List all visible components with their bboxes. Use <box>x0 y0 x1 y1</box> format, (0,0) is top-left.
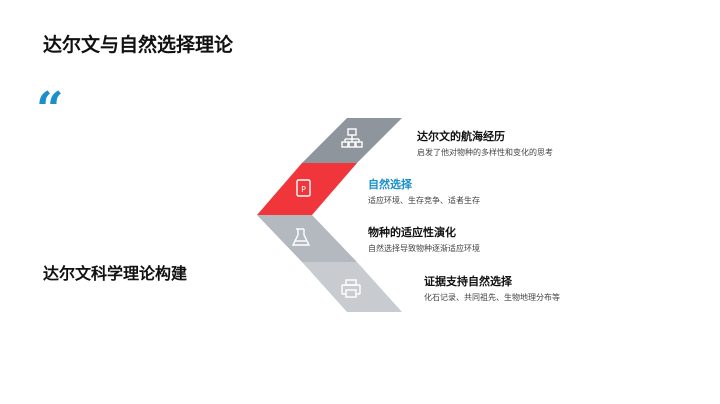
item-heading: 达尔文的航海经历 <box>417 130 505 143</box>
chevron-segment-2 <box>257 163 357 215</box>
slide-title: 达尔文与自然选择理论 <box>43 34 234 56</box>
item-heading: 自然选择 <box>368 178 412 191</box>
item-description: 启发了他对物种的多样性和变化的思考 <box>417 148 553 157</box>
item-description: 自然选择导致物种逐渐适应环境 <box>368 244 480 253</box>
list-item-natural-selection: 自然选择 适应环境、生存竞争、适者生存 <box>368 176 480 206</box>
flask-icon <box>291 228 311 246</box>
item-description: 化石记录、共同祖先、生物地理分布等 <box>424 293 560 302</box>
printer-icon <box>341 279 361 298</box>
list-item-voyage: 达尔文的航海经历 启发了他对物种的多样性和变化的思考 <box>417 128 553 158</box>
item-description: 适应环境、生存竞争、适者生存 <box>368 196 480 205</box>
list-item-adaptive-evolution: 物种的适应性演化 自然选择导致物种逐渐适应环境 <box>368 224 480 254</box>
presentation-icon: P <box>296 179 311 197</box>
item-heading: 证据支持自然选择 <box>424 275 512 288</box>
sitemap-icon <box>341 128 363 148</box>
chevron-segment-3 <box>257 215 357 262</box>
list-item-evidence: 证据支持自然选择 化石记录、共同祖先、生物地理分布等 <box>424 273 560 303</box>
svg-text:P: P <box>301 185 306 194</box>
item-heading: 物种的适应性演化 <box>368 226 456 239</box>
quote-mark-icon: “ <box>36 82 64 138</box>
slide-subtitle: 达尔文科学理论构建 <box>43 264 188 283</box>
chevron-segment-4 <box>302 262 402 312</box>
